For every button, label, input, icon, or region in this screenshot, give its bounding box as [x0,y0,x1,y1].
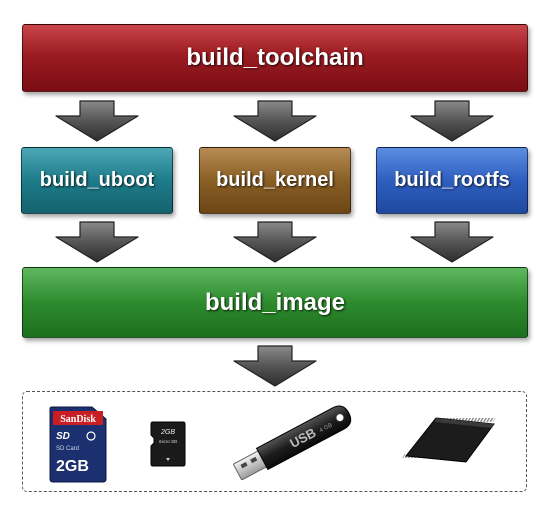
arrow-down-icon [409,221,495,263]
build-toolchain-label: build_toolchain [186,44,364,71]
build-kernel-box: build_kernel [199,147,351,214]
usb-capacity: 4 GB [319,422,334,434]
sd-sublabel: SD Card [56,446,79,452]
build-rootfs-box: build_rootfs [376,147,528,214]
microsd-type: micro SD [159,439,178,444]
arrow-down-icon [232,100,318,142]
microsd-card-icon: 2GB micro SD [150,421,186,467]
build-rootfs-label: build_rootfs [394,169,510,191]
storage-devices-group [22,391,527,492]
build-image-label: build_image [204,288,346,316]
sd-brand: SanDisk [60,414,96,425]
build-toolchain-box: build_toolchain [22,24,528,92]
flash-chip-icon [402,417,496,463]
arrow-down-icon [409,100,495,142]
build-uboot-box: build_uboot [21,147,173,214]
arrow-down-icon [232,345,318,387]
sd-capacity: 2GB [56,458,89,475]
build-image-box: build_image [22,267,528,338]
usb-drive-icon: USB 4 GB [233,405,352,480]
build-uboot-label: build_uboot [39,169,155,191]
arrow-down-icon [232,221,318,263]
arrow-down-icon [54,100,140,142]
build-kernel-label: build_kernel [216,169,334,191]
microsd-capacity: 2GB [160,429,175,436]
sd-card-icon: SanDisk SD SD Card 2GB [49,406,107,483]
arrow-down-icon [54,221,140,263]
sd-type: SD [56,431,70,442]
